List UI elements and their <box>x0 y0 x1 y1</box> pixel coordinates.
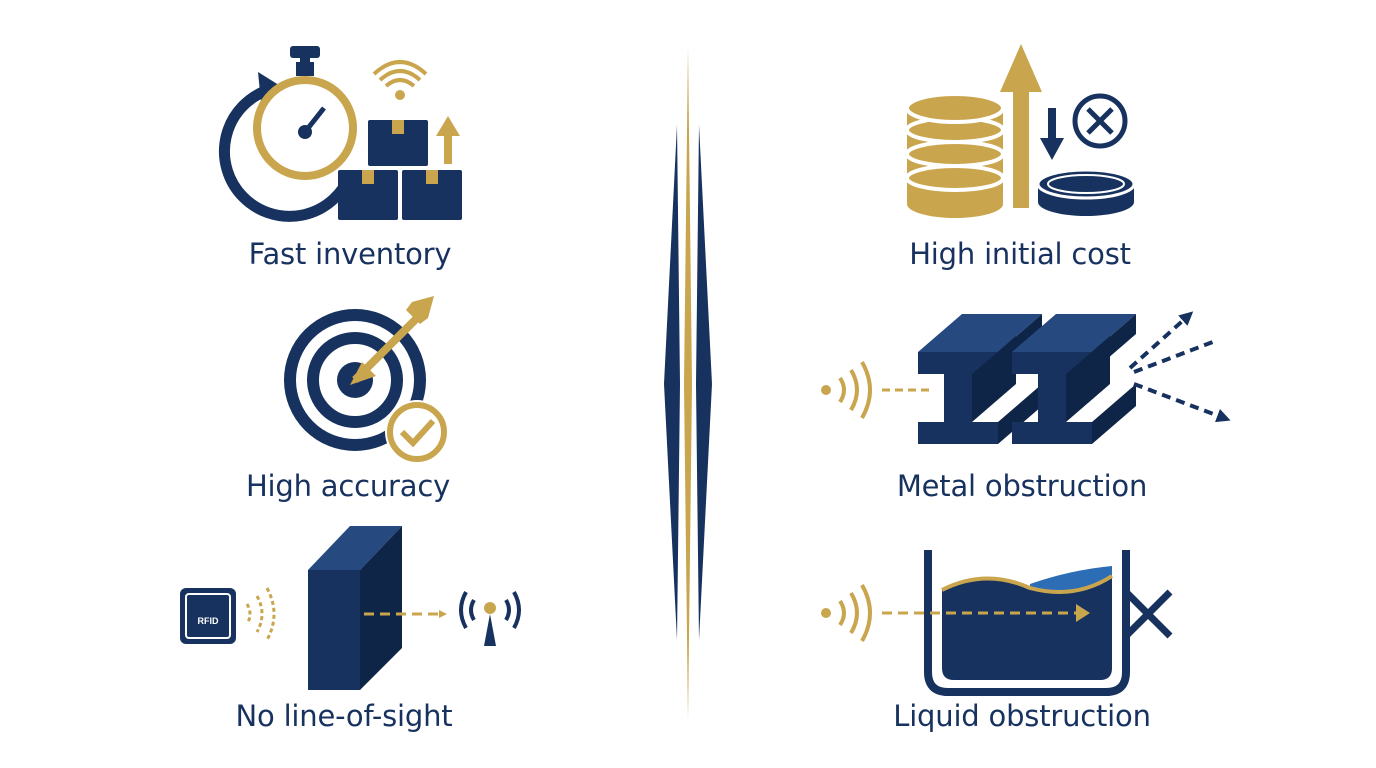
rfid-wall-signal-icon: RFID <box>180 526 521 690</box>
caption-high-initial-cost: High initial cost <box>909 237 1131 271</box>
caption-metal-obstruction: Metal obstruction <box>896 469 1148 503</box>
coins-arrow-icon <box>905 44 1136 218</box>
caption-no-line-of-sight: No line-of-sight <box>235 699 453 733</box>
stopwatch-boxes-icon <box>218 46 462 222</box>
target-arrow-check-icon <box>284 296 449 464</box>
caption-fast-inventory: Fast inventory <box>248 237 452 271</box>
metal-beam-icon <box>821 311 1231 444</box>
rfid-tag-text: RFID <box>198 616 219 626</box>
caption-high-accuracy: High accuracy <box>245 469 451 503</box>
caption-liquid-obstruction: Liquid obstruction <box>893 699 1151 733</box>
liquid-container-icon <box>821 550 1173 696</box>
center-divider <box>664 48 712 720</box>
